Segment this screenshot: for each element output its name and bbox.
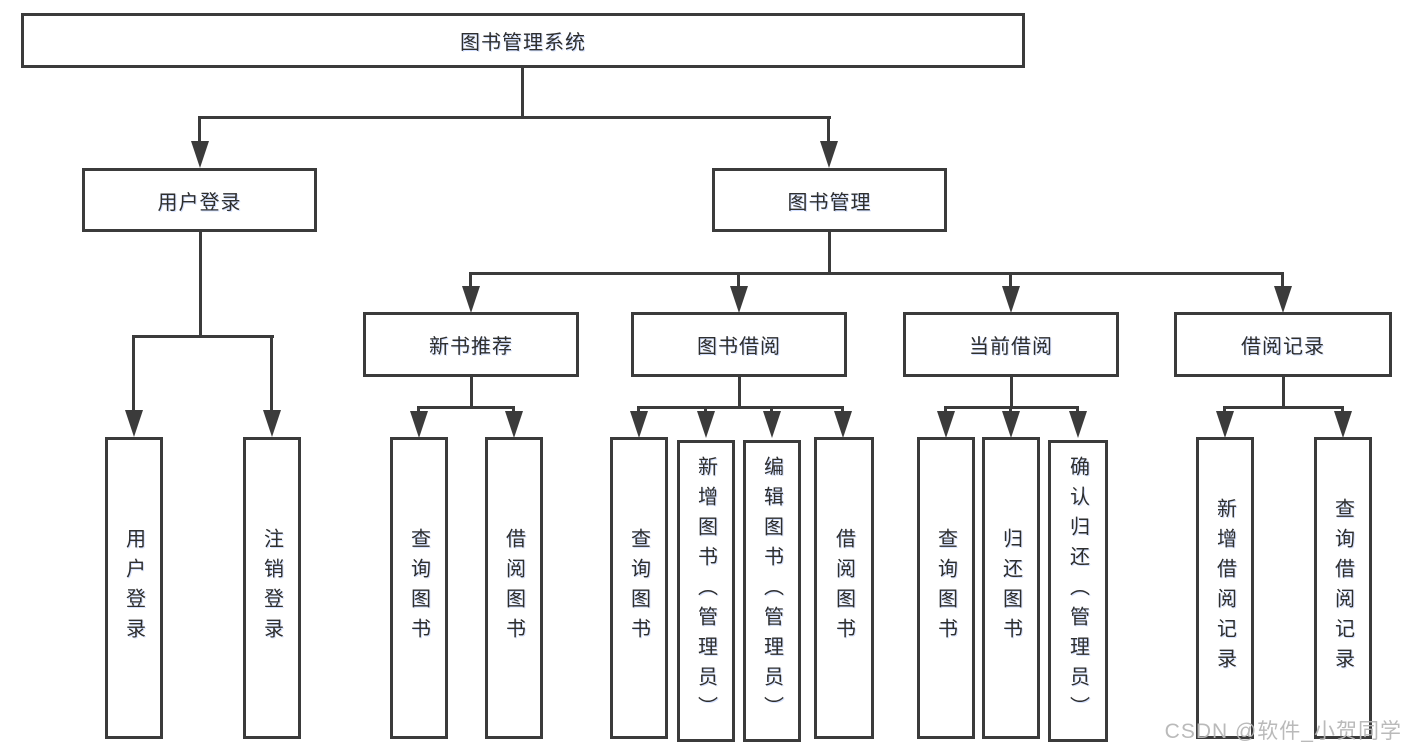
arrow-to-bb-borrow-icon bbox=[834, 406, 852, 438]
arrow-to-leaf-user-login-icon bbox=[125, 335, 143, 437]
connector-current-stem bbox=[1010, 375, 1013, 408]
node-borrow-records: 借阅记录 bbox=[1174, 312, 1392, 377]
node-cb-confirm-return: 确认归还（管理员） bbox=[1048, 440, 1108, 742]
node-book-mgmt: 图书管理 bbox=[712, 168, 947, 232]
node-br-query-record: 查询借阅记录 bbox=[1314, 437, 1372, 739]
arrow-to-cb-query-icon bbox=[937, 406, 955, 438]
node-bb-borrow-books: 借阅图书 bbox=[814, 437, 874, 739]
arrow-to-leaf-logout-icon bbox=[263, 335, 281, 437]
arrow-to-cb-return-icon bbox=[1002, 406, 1020, 438]
node-bb-edit-books: 编辑图书（管理员） bbox=[743, 440, 801, 742]
connector-borrow-stem bbox=[738, 375, 741, 408]
node-current-borrow: 当前借阅 bbox=[903, 312, 1119, 377]
arrow-to-current-borrow-icon bbox=[1002, 272, 1020, 313]
connector-rec-stem bbox=[470, 375, 473, 408]
csdn-watermark: CSDN @软件_小贺同学 bbox=[1164, 720, 1402, 743]
node-root: 图书管理系统 bbox=[21, 13, 1025, 68]
node-user-login: 用户登录 bbox=[82, 168, 317, 232]
connector-branch-rec bbox=[418, 406, 515, 409]
arrow-to-br-query-icon bbox=[1334, 406, 1352, 438]
node-bb-add-books: 新增图书（管理员） bbox=[677, 440, 735, 742]
connector-branch-borrow bbox=[638, 406, 844, 409]
connector-branch-records bbox=[1224, 406, 1344, 409]
connector-branch-login bbox=[133, 335, 274, 338]
node-leaf-user-login: 用户登录 bbox=[105, 437, 163, 739]
node-br-add-record: 新增借阅记录 bbox=[1196, 437, 1254, 739]
arrow-to-book-mgmt-icon bbox=[820, 116, 838, 168]
arrow-to-bb-edit-icon bbox=[763, 406, 781, 438]
arrow-to-new-book-rec-icon bbox=[462, 272, 480, 313]
node-nb-query-books: 查询图书 bbox=[390, 437, 448, 739]
node-cb-return-books: 归还图书 bbox=[982, 437, 1040, 739]
node-new-book-rec: 新书推荐 bbox=[363, 312, 579, 377]
node-cb-query-books: 查询图书 bbox=[917, 437, 975, 739]
connector-branch-level2 bbox=[199, 116, 831, 119]
connector-mgmt-stem bbox=[828, 230, 831, 274]
connector-branch-current bbox=[945, 406, 1079, 409]
arrow-to-borrow-records-icon bbox=[1274, 272, 1292, 313]
arrow-to-bb-add-icon bbox=[697, 406, 715, 438]
connector-branch-level3 bbox=[470, 272, 1284, 275]
connector-records-stem bbox=[1282, 375, 1285, 408]
node-leaf-logout: 注销登录 bbox=[243, 437, 301, 739]
node-nb-borrow-books: 借阅图书 bbox=[485, 437, 543, 739]
arrow-to-nb-borrow-icon bbox=[505, 406, 523, 438]
arrow-to-br-add-icon bbox=[1216, 406, 1234, 438]
arrow-to-bb-query-icon bbox=[630, 406, 648, 438]
connector-root-stem bbox=[521, 66, 524, 119]
connector-login-stem bbox=[199, 230, 202, 337]
arrow-to-book-borrow-icon bbox=[730, 272, 748, 313]
arrow-to-user-login-icon bbox=[191, 116, 209, 168]
node-book-borrow: 图书借阅 bbox=[631, 312, 847, 377]
arrow-to-nb-query-icon bbox=[410, 406, 428, 438]
arrow-to-cb-confirm-icon bbox=[1069, 406, 1087, 438]
node-bb-query-books: 查询图书 bbox=[610, 437, 668, 739]
